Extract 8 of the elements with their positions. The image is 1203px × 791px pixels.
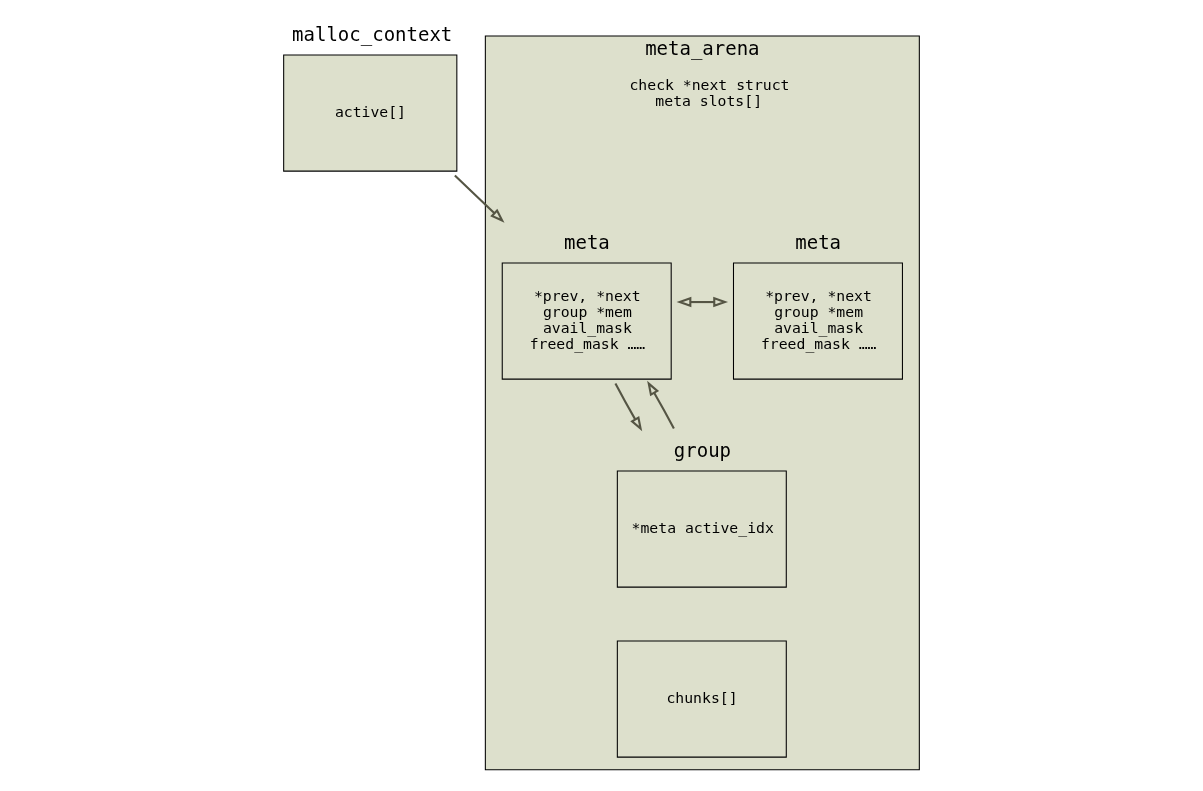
node-label: malloc_context <box>292 22 453 45</box>
arrow <box>454 174 505 223</box>
arrow <box>647 380 675 430</box>
arrow <box>614 383 643 432</box>
arrow <box>676 296 729 308</box>
node-label: group <box>673 438 732 461</box>
node-label: meta <box>564 230 610 253</box>
node-label: meta <box>795 230 842 253</box>
